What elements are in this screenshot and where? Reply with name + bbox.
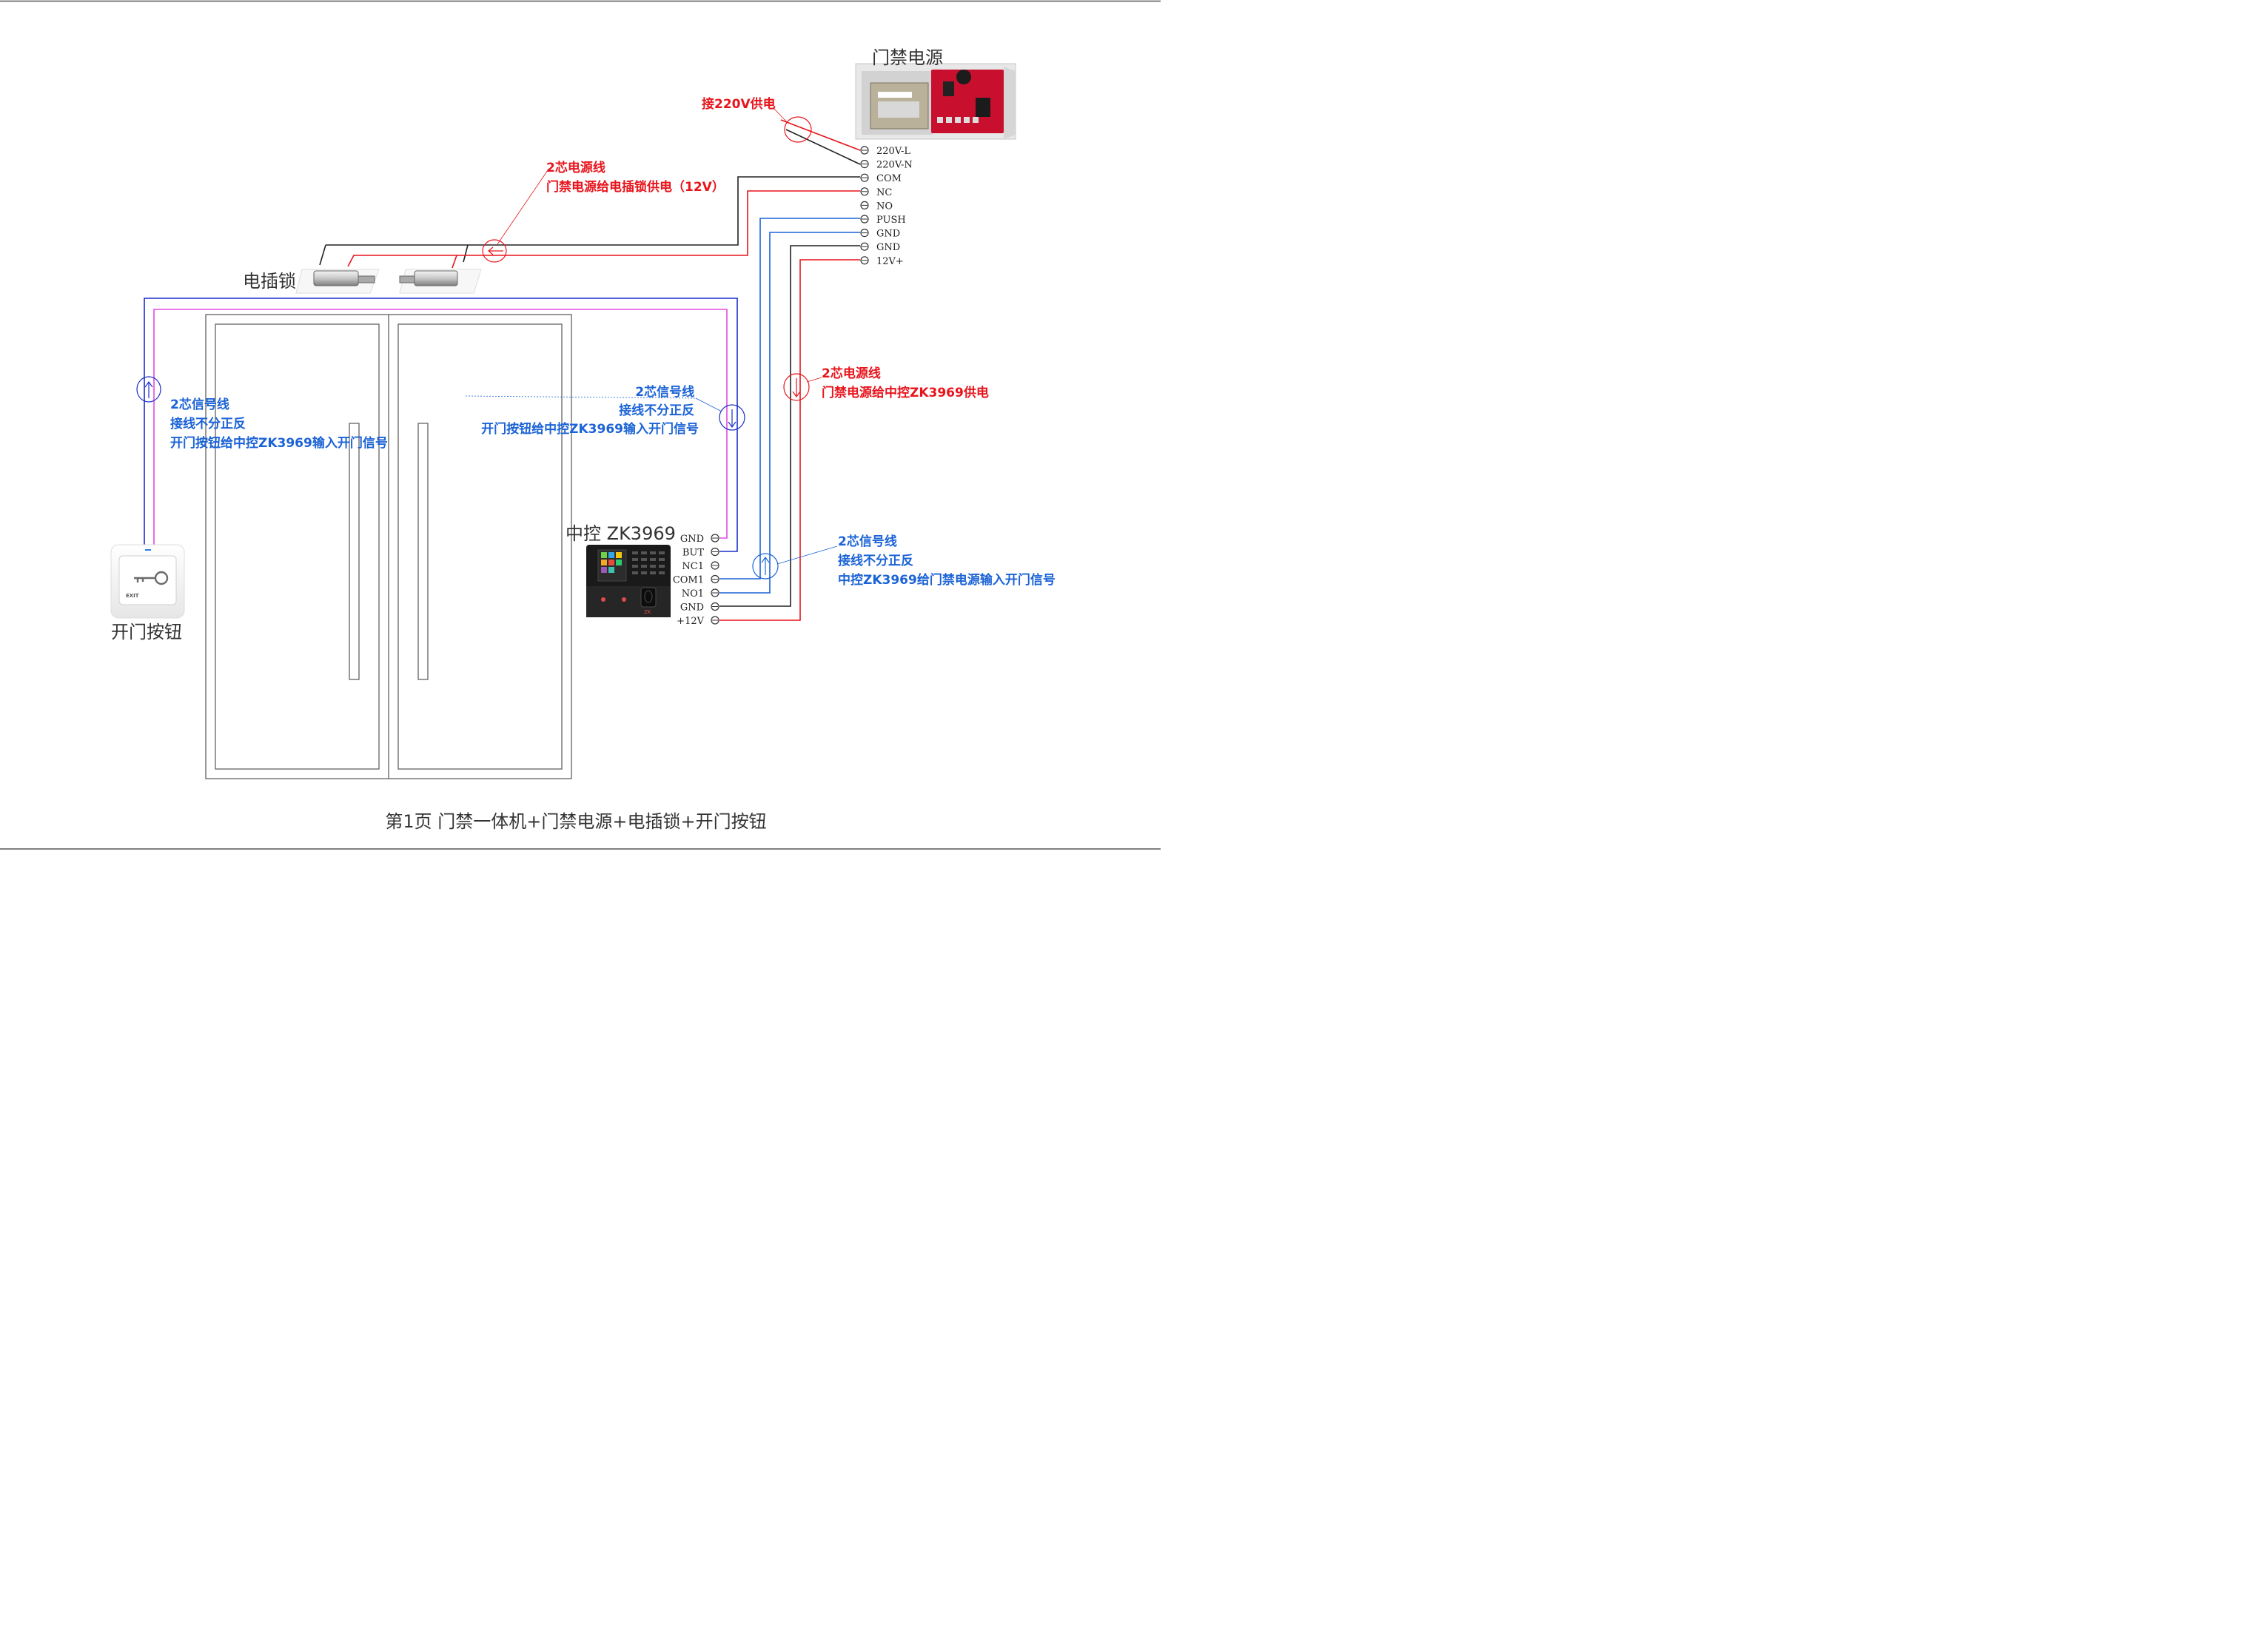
terminal-label: GND bbox=[876, 242, 900, 253]
annotation-button-signal-mid: 2芯信号线 接线不分正反 开门按钮给中控ZK3969输入开门信号 bbox=[481, 384, 699, 437]
left-door-handle bbox=[349, 423, 360, 680]
mid-signal-marker bbox=[719, 404, 745, 431]
gnd-signal-wire bbox=[719, 232, 860, 594]
mains-live-wire bbox=[780, 119, 861, 151]
terminal-label: COM bbox=[876, 173, 902, 184]
terminal-label: NO bbox=[876, 201, 893, 212]
electric-lock-label: 电插锁 bbox=[243, 271, 296, 292]
fingerprint-sensor bbox=[640, 587, 657, 608]
terminal-label: 220V-L bbox=[876, 146, 910, 157]
terminal-label: NO1 bbox=[682, 588, 704, 600]
controller-signal-marker bbox=[752, 553, 779, 580]
terminal-label: PUSH bbox=[876, 215, 906, 226]
terminal-label: 12V+ bbox=[876, 256, 904, 267]
exit-text: EXIT bbox=[126, 593, 139, 599]
terminal-label: BUT bbox=[682, 548, 705, 559]
wiring-diagram: 门禁电源 220V-L 220V-N COM NC NO PUSH GND GND 12V+ 电… bbox=[0, 0, 1161, 850]
terminal-label: COM1 bbox=[673, 575, 704, 586]
power-supply-unit bbox=[855, 63, 1016, 140]
key-icon bbox=[134, 571, 169, 585]
controller-gnd-wire bbox=[719, 245, 860, 607]
electric-lock bbox=[295, 269, 482, 294]
wires bbox=[144, 119, 861, 621]
terminal-label: GND bbox=[680, 534, 704, 545]
page-footer: 第1页 门禁一体机+门禁电源+电插锁+开门按钮 bbox=[385, 811, 766, 832]
mains-neutral-wire bbox=[785, 129, 861, 165]
annotation-button-signal-left: 2芯信号线 接线不分正反 开门按钮给中控ZK3969输入开门信号 bbox=[170, 397, 388, 451]
lock-body bbox=[313, 270, 359, 286]
annotation-controller-power: 2芯电源线 门禁电源给中控ZK3969供电 bbox=[822, 366, 989, 400]
terminal-label: GND bbox=[876, 229, 900, 240]
button-gnd-wire bbox=[153, 309, 728, 546]
push-signal-wire bbox=[719, 218, 860, 580]
lock-strike bbox=[414, 270, 458, 286]
left-signal-marker bbox=[136, 376, 161, 403]
left-door-panel bbox=[215, 323, 380, 770]
leader-lines bbox=[465, 107, 838, 565]
controller-12v-wire bbox=[719, 259, 860, 621]
right-door-handle bbox=[417, 423, 429, 680]
terminal-label: GND bbox=[680, 602, 704, 614]
controller-power-marker bbox=[783, 373, 810, 401]
double-door bbox=[205, 314, 572, 779]
power-supply-terminals: 220V-L 220V-N COM NC NO PUSH GND GND 12V+ bbox=[860, 146, 913, 267]
lock-com-wire bbox=[463, 176, 860, 263]
lock-power-marker bbox=[482, 239, 507, 263]
terminal-label: +12V bbox=[677, 616, 704, 627]
power-supply-label: 门禁电源 bbox=[872, 47, 943, 68]
svg-text:ZK: ZK bbox=[644, 609, 651, 615]
annotation-lock-power: 2芯电源线 门禁电源给电插锁供电（12V） bbox=[546, 160, 725, 195]
annotation-controller-signal: 2芯信号线 接线不分正反 中控ZK3969给门禁电源输入开门信号 bbox=[838, 534, 1056, 588]
terminal-label: NC1 bbox=[682, 561, 704, 572]
exit-button-label: 开门按钮 bbox=[111, 622, 182, 642]
lock-nc-wire bbox=[347, 190, 860, 267]
terminal-label: NC bbox=[876, 187, 892, 198]
controller-device: ZK bbox=[586, 545, 671, 617]
annotation-mains: 接220V供电 bbox=[702, 96, 776, 112]
right-door-panel bbox=[397, 323, 563, 770]
mains-marker bbox=[784, 116, 812, 143]
exit-button-cap bbox=[118, 555, 177, 605]
direction-markers bbox=[136, 116, 812, 580]
terminal-label: 220V-N bbox=[876, 160, 913, 171]
button-but-wire bbox=[144, 298, 738, 552]
controller-label: 中控 ZK3969 bbox=[566, 523, 676, 544]
exit-button: EXIT bbox=[110, 544, 185, 619]
